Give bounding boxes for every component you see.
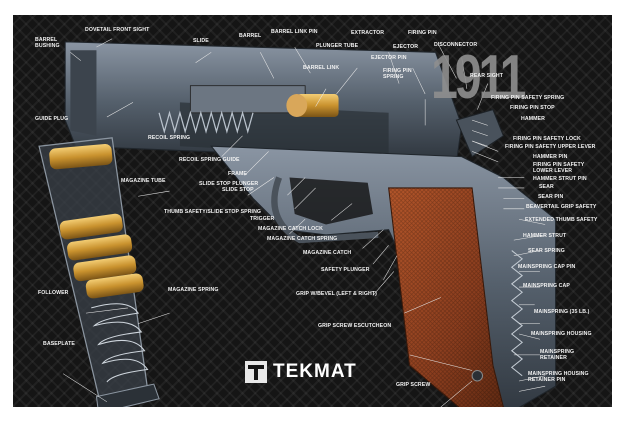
label-grip-w-bevel: GRIP W/BEVEL (LEFT & RIGHT) bbox=[296, 291, 377, 297]
label-magazine-tube: MAGAZINE TUBE bbox=[121, 178, 166, 184]
label-mainspring-retainer: MAINSPRING RETAINER bbox=[540, 349, 575, 361]
label-plunger-tube: PLUNGER TUBE bbox=[316, 43, 359, 49]
gun-mat: 1911 TEKMAT DOVETAIL FRONT SIGHT BARREL … bbox=[13, 15, 612, 407]
magazine-spring bbox=[91, 303, 149, 383]
label-thumb-safety-slide-stop-spring: THUMB SAFETY/SLIDE STOP SPRING bbox=[164, 209, 262, 215]
recoil-spring bbox=[158, 110, 254, 134]
label-dovetail-front-sight: DOVETAIL FRONT SIGHT bbox=[85, 27, 150, 33]
brand-logo: TEKMAT bbox=[245, 361, 357, 383]
pistol-cutaway-illustration bbox=[38, 38, 557, 407]
label-mainspring-housing: MAINSPRING HOUSING bbox=[531, 331, 592, 337]
label-barrel-link: BARREL LINK bbox=[303, 65, 340, 71]
label-recoil-spring-guide: RECOIL SPRING GUIDE bbox=[179, 157, 240, 163]
label-firing-pin-spring: FIRING PIN SPRING bbox=[383, 68, 412, 80]
label-slide: SLIDE bbox=[193, 38, 209, 44]
label-recoil-spring: RECOIL SPRING bbox=[148, 135, 191, 141]
label-barrel-link-pin: BARREL LINK PIN bbox=[271, 29, 318, 35]
label-barrel: BARREL bbox=[239, 33, 262, 39]
label-frame: FRAME bbox=[228, 171, 247, 177]
label-magazine-catch: MAGAZINE CATCH bbox=[303, 250, 352, 256]
label-trigger: TRIGGER bbox=[250, 216, 275, 222]
label-grip-screw: GRIP SCREW bbox=[396, 382, 431, 388]
label-mainspring-housing-retainer-pin: MAINSPRING HOUSING RETAINER PIN bbox=[528, 371, 589, 383]
label-beavertail-grip-safety: BEAVERTAIL GRIP SAFETY bbox=[526, 204, 597, 210]
callout-lines bbox=[62, 38, 546, 407]
label-sear: SEAR bbox=[539, 184, 554, 190]
label-baseplate: BASEPLATE bbox=[43, 341, 75, 347]
label-follower: FOLLOWER bbox=[38, 290, 69, 296]
label-safety-plunger: SAFETY PLUNGER bbox=[321, 267, 370, 273]
label-mainspring-cap: MAINSPRING CAP bbox=[523, 283, 570, 289]
label-firing-pin-stop: FIRING PIN STOP bbox=[510, 105, 555, 111]
label-magazine-catch-spring: MAGAZINE CATCH SPRING bbox=[267, 236, 338, 242]
label-hammer-strut: HAMMER STRUT bbox=[523, 233, 567, 239]
label-barrel-bushing: BARREL BUSHING bbox=[35, 37, 60, 49]
model-title: 1911 bbox=[431, 43, 527, 112]
label-ejector: EJECTOR bbox=[393, 44, 419, 50]
label-firing-pin-safety-upper-lever: FIRING PIN SAFETY UPPER LEVER bbox=[505, 144, 596, 150]
label-ejector-pin: EJECTOR PIN bbox=[371, 55, 407, 61]
label-grip-screw-escutcheon: GRIP SCREW ESCUTCHEON bbox=[318, 323, 392, 329]
label-guide-plug: GUIDE PLUG bbox=[35, 116, 69, 122]
label-firing-pin-safety-lock: FIRING PIN SAFETY LOCK bbox=[513, 136, 581, 142]
chambered-cartridge bbox=[296, 94, 339, 117]
label-slide-stop: SLIDE STOP bbox=[222, 187, 254, 193]
label-firing-pin-safety-lower-lever: FIRING PIN SAFETY LOWER LEVER bbox=[533, 162, 585, 174]
label-mainspring-cap-pin: MAINSPRING CAP PIN bbox=[518, 264, 576, 270]
label-firing-pin-safety-spring: FIRING PIN SAFETY SPRING bbox=[491, 95, 565, 101]
brand-name: TEKMAT bbox=[273, 361, 357, 382]
label-disconnector: DISCONNECTOR bbox=[434, 42, 478, 48]
label-mainspring: MAINSPRING (35 LB.) bbox=[534, 309, 590, 315]
label-extractor: EXTRACTOR bbox=[351, 30, 385, 36]
magazine-cartridges bbox=[49, 144, 144, 299]
tekmat-logo-icon bbox=[245, 361, 267, 383]
label-firing-pin: FIRING PIN bbox=[408, 30, 437, 36]
label-magazine-catch-lock: MAGAZINE CATCH LOCK bbox=[258, 226, 323, 232]
grip-screw-icon bbox=[471, 370, 484, 382]
label-hammer-strut-pin: HAMMER STRUT PIN bbox=[533, 176, 587, 182]
barrel bbox=[189, 85, 306, 114]
label-extended-thumb-safety: EXTENDED THUMB SAFETY bbox=[525, 217, 598, 223]
label-slide-stop-plunger: SLIDE STOP PLUNGER bbox=[199, 181, 259, 187]
label-rear-sight: REAR SIGHT bbox=[470, 73, 503, 79]
label-sear-spring: SEAR SPRING bbox=[528, 248, 565, 254]
label-hammer-pin: HAMMER PIN bbox=[533, 154, 568, 160]
label-hammer: HAMMER bbox=[521, 116, 545, 122]
trigger-guard bbox=[271, 176, 379, 244]
label-magazine-spring: MAGAZINE SPRING bbox=[168, 287, 219, 293]
label-sear-pin: SEAR PIN bbox=[538, 194, 564, 200]
